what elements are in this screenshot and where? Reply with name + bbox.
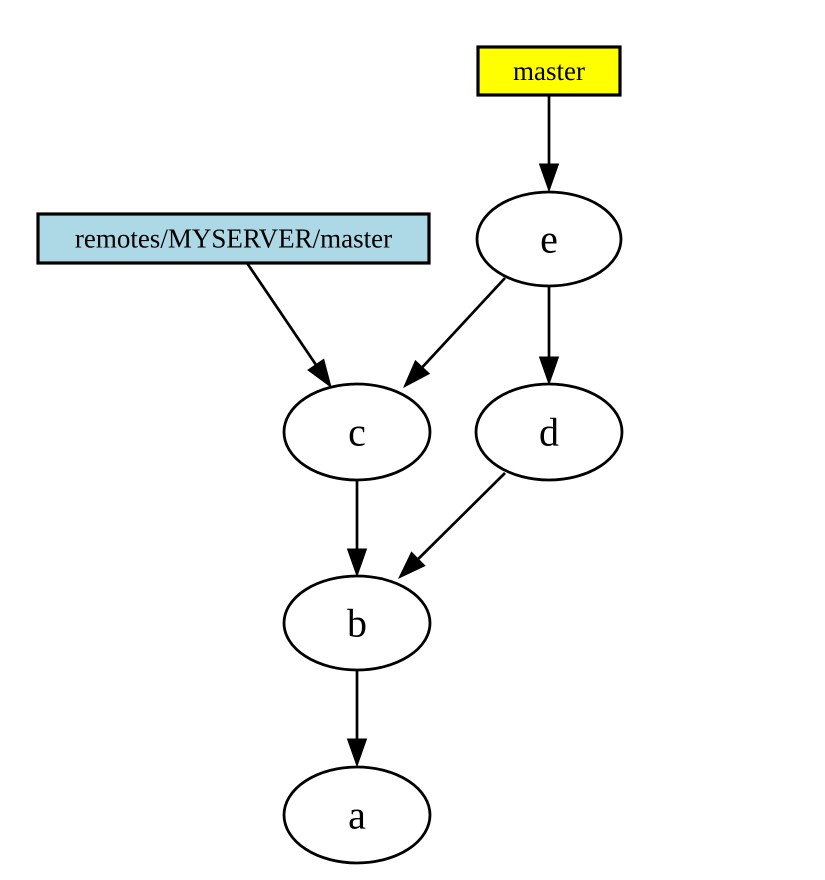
node-c: c bbox=[282, 382, 432, 482]
edge-remote-master-c bbox=[245, 262, 332, 389]
node-remote-master-label: remotes/MYSERVER/master bbox=[75, 224, 392, 254]
node-master: master bbox=[476, 45, 622, 97]
node-a-ellipse bbox=[282, 765, 432, 865]
edge-c-b bbox=[346, 480, 368, 578]
node-remote-master: remotes/MYSERVER/master bbox=[36, 212, 431, 265]
node-master-box bbox=[476, 45, 622, 97]
edge-line bbox=[421, 277, 506, 369]
node-b-ellipse bbox=[282, 574, 432, 672]
node-e-ellipse bbox=[475, 190, 623, 288]
edge-e-d bbox=[538, 286, 560, 386]
edge-b-a bbox=[346, 670, 368, 768]
arrowhead-icon bbox=[346, 738, 368, 768]
edge-line bbox=[245, 262, 317, 366]
node-e: e bbox=[475, 190, 623, 288]
arrowhead-icon bbox=[346, 548, 368, 578]
arrowhead-icon bbox=[307, 358, 332, 389]
arrowhead-icon bbox=[538, 163, 560, 193]
node-c-label: c bbox=[348, 410, 366, 455]
arrowhead-icon bbox=[538, 356, 560, 386]
node-d: d bbox=[474, 382, 624, 482]
arrowhead-icon bbox=[402, 359, 431, 389]
node-d-ellipse bbox=[474, 382, 624, 482]
edge-e-c bbox=[402, 277, 506, 389]
arrowhead-icon bbox=[397, 551, 426, 580]
node-c-ellipse bbox=[282, 382, 432, 482]
node-remote-master-box bbox=[36, 212, 431, 265]
node-master-label: master bbox=[513, 56, 585, 86]
edge-master-e bbox=[538, 95, 560, 193]
node-a: a bbox=[282, 765, 432, 865]
node-b-label: b bbox=[347, 601, 367, 646]
node-b: b bbox=[282, 574, 432, 672]
node-a-label: a bbox=[348, 793, 366, 838]
node-e-label: e bbox=[540, 217, 558, 262]
node-d-label: d bbox=[539, 410, 559, 455]
edge-line bbox=[417, 472, 506, 560]
edge-d-b bbox=[397, 472, 506, 580]
